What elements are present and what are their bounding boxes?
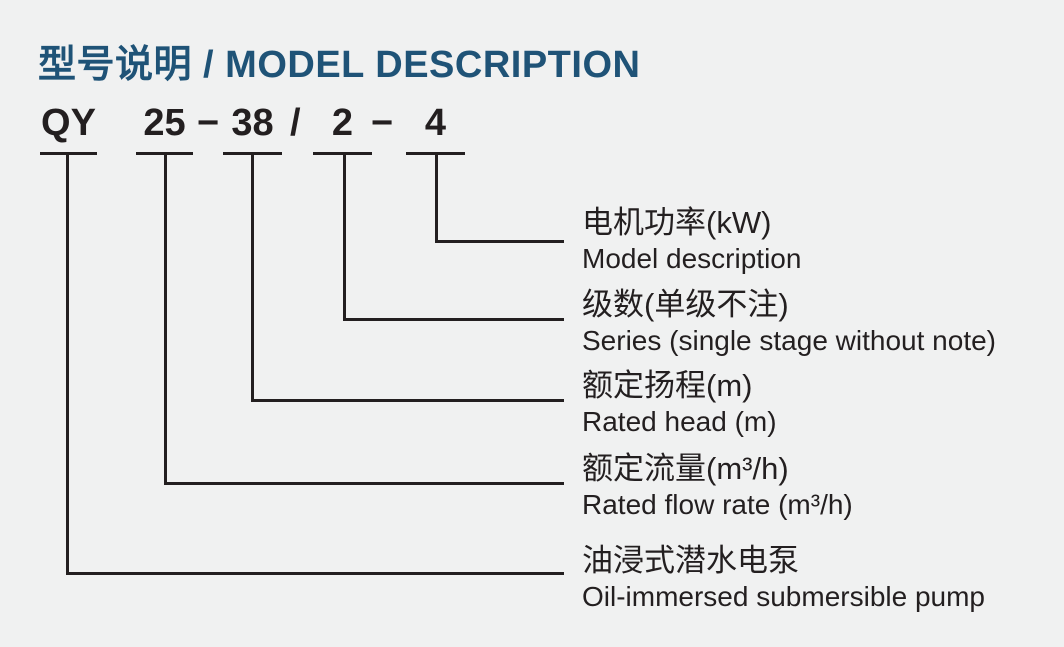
connector-rated-head-hline bbox=[251, 399, 564, 402]
connector-flow-rate-hline bbox=[164, 482, 564, 485]
label-stages-zh: 级数(单级不注) bbox=[582, 287, 789, 322]
label-motor-power-en: Model description bbox=[582, 243, 802, 274]
label-motor-power: 电机功率(kW) Model description bbox=[582, 206, 801, 274]
connector-power-vline bbox=[435, 152, 438, 243]
label-rated-head-zh: 额定扬程(m) bbox=[582, 368, 753, 403]
page-title: 型号说明 / MODEL DESCRIPTION bbox=[38, 44, 641, 86]
label-rated-head-en: Rated head (m) bbox=[582, 406, 777, 437]
label-pump-type: 油浸式潜水电泵 Oil-immersed submersible pump bbox=[582, 544, 985, 612]
connector-pump-type-hline bbox=[66, 572, 564, 575]
label-flow-rate-zh: 额定流量(m³/h) bbox=[582, 451, 789, 486]
code-segment-rated-head: 38 bbox=[223, 100, 282, 155]
label-stages-en: Series (single stage without note) bbox=[582, 325, 996, 356]
label-pump-type-zh: 油浸式潜水电泵 bbox=[582, 543, 799, 578]
label-rated-head: 额定扬程(m) Rated head (m) bbox=[582, 369, 777, 437]
label-flow-rate: 额定流量(m³/h) Rated flow rate (m³/h) bbox=[582, 452, 853, 520]
label-flow-rate-en: Rated flow rate (m³/h) bbox=[582, 489, 853, 520]
code-separator-slash: / bbox=[290, 102, 301, 144]
connector-rated-head-vline bbox=[251, 152, 254, 402]
code-separator-dash: − bbox=[371, 102, 394, 144]
connector-power-hline bbox=[435, 240, 564, 243]
label-pump-type-en: Oil-immersed submersible pump bbox=[582, 581, 986, 612]
code-separator-dash: − bbox=[197, 102, 220, 144]
code-segment-flow-rate: 25 bbox=[136, 100, 193, 155]
connector-stages-hline bbox=[343, 318, 564, 321]
connector-flow-rate-vline bbox=[164, 152, 167, 485]
code-segment-stages: 2 bbox=[313, 100, 372, 155]
connector-pump-type-vline bbox=[66, 152, 69, 575]
code-segment-pump-type: QY bbox=[40, 100, 97, 155]
label-motor-power-zh: 电机功率(kW) bbox=[582, 205, 772, 240]
connector-stages-vline bbox=[343, 152, 346, 321]
code-segment-power: 4 bbox=[406, 100, 465, 155]
label-stages: 级数(单级不注) Series (single stage without no… bbox=[582, 288, 996, 356]
